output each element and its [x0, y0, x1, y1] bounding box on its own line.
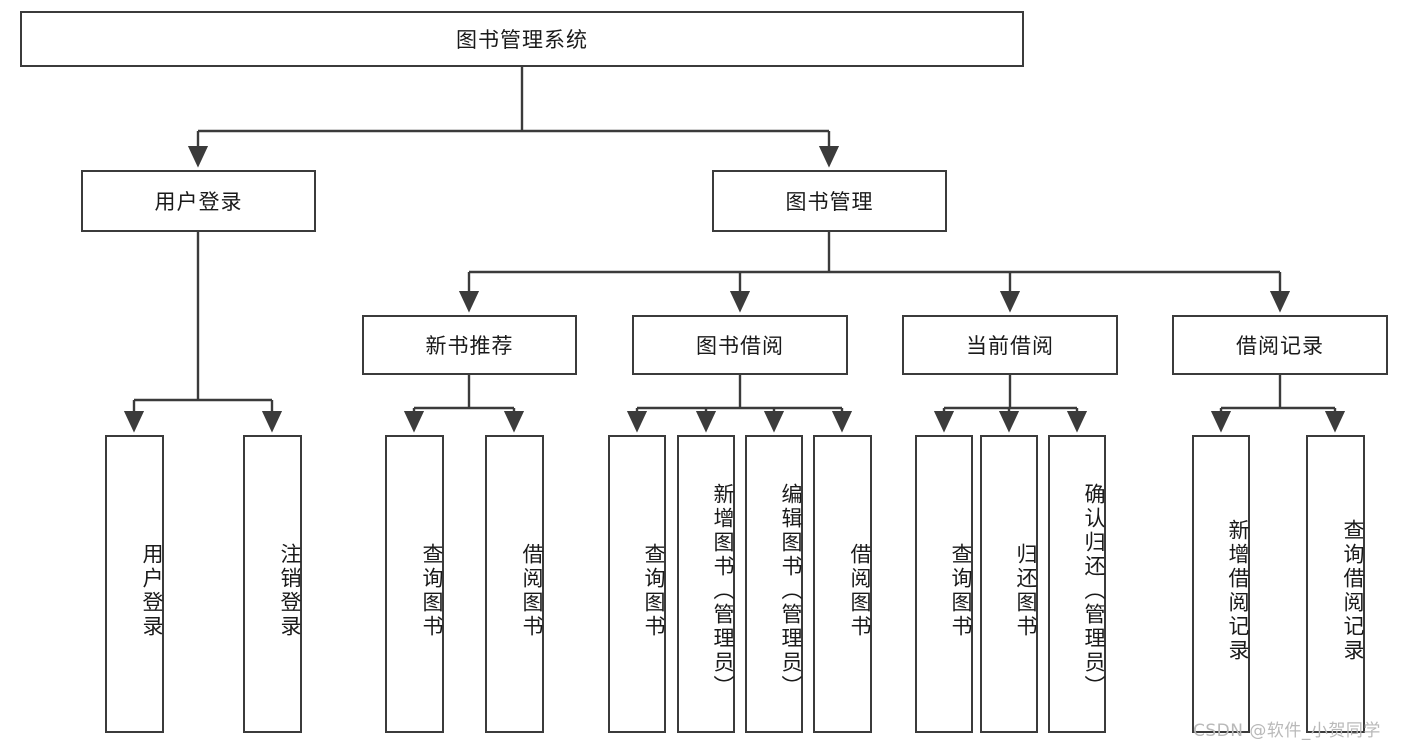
node-label: 查询图书 [420, 543, 444, 639]
node-leaf-4-查询图书[interactable]: 查询图书 [608, 435, 666, 733]
node-leaf-2-查询图书[interactable]: 查询图书 [385, 435, 444, 733]
node-label: 编辑图书（管理员） [779, 483, 803, 699]
node-label: 新书推荐 [425, 334, 514, 358]
node-leaf-6-编辑图书管理员[interactable]: 编辑图书（管理员） [745, 435, 803, 733]
node-leaf-8-查询图书[interactable]: 查询图书 [915, 435, 973, 733]
node-label: 借阅图书 [520, 543, 544, 639]
node-leaf-5-新增图书管理员[interactable]: 新增图书（管理员） [677, 435, 735, 733]
node-label: 用户登录 [154, 190, 243, 214]
node-leaf-0-用户登录[interactable]: 用户登录 [105, 435, 164, 733]
node-level3-新书推荐[interactable]: 新书推荐 [362, 315, 577, 375]
node-label: 归还图书 [1014, 543, 1038, 639]
csdn-watermark: CSDN @软件_小贺同学 [1193, 721, 1381, 741]
node-leaf-7-借阅图书[interactable]: 借阅图书 [813, 435, 872, 733]
node-label: 新增借阅记录 [1226, 519, 1250, 663]
node-label: 查询图书 [949, 543, 973, 639]
node-level3-图书借阅[interactable]: 图书借阅 [632, 315, 848, 375]
node-label: 当前借阅 [966, 334, 1054, 358]
node-label: 借阅记录 [1236, 334, 1324, 358]
node-leaf-10-确认归还管理员[interactable]: 确认归还（管理员） [1048, 435, 1106, 733]
node-root-图书管理系统[interactable]: 图书管理系统 [20, 11, 1024, 67]
node-level3-当前借阅[interactable]: 当前借阅 [902, 315, 1118, 375]
node-label: 图书管理 [785, 190, 874, 214]
node-level2-用户登录[interactable]: 用户登录 [81, 170, 316, 232]
node-leaf-9-归还图书[interactable]: 归还图书 [980, 435, 1038, 733]
node-level3-借阅记录[interactable]: 借阅记录 [1172, 315, 1388, 375]
node-leaf-12-查询借阅记录[interactable]: 查询借阅记录 [1306, 435, 1365, 733]
node-label: 图书管理系统 [456, 28, 588, 52]
node-label: 新增图书（管理员） [711, 483, 735, 699]
node-label: 注销登录 [278, 543, 302, 639]
node-label: 借阅图书 [848, 543, 872, 639]
node-label: 查询图书 [642, 543, 666, 639]
node-label: 查询借阅记录 [1341, 519, 1365, 663]
node-level2-图书管理[interactable]: 图书管理 [712, 170, 947, 232]
node-label: 图书借阅 [696, 334, 784, 358]
node-leaf-11-新增借阅记录[interactable]: 新增借阅记录 [1192, 435, 1250, 733]
node-label: 确认归还（管理员） [1082, 483, 1106, 699]
node-label: 用户登录 [140, 543, 164, 639]
node-leaf-1-注销登录[interactable]: 注销登录 [243, 435, 302, 733]
node-leaf-3-借阅图书[interactable]: 借阅图书 [485, 435, 544, 733]
